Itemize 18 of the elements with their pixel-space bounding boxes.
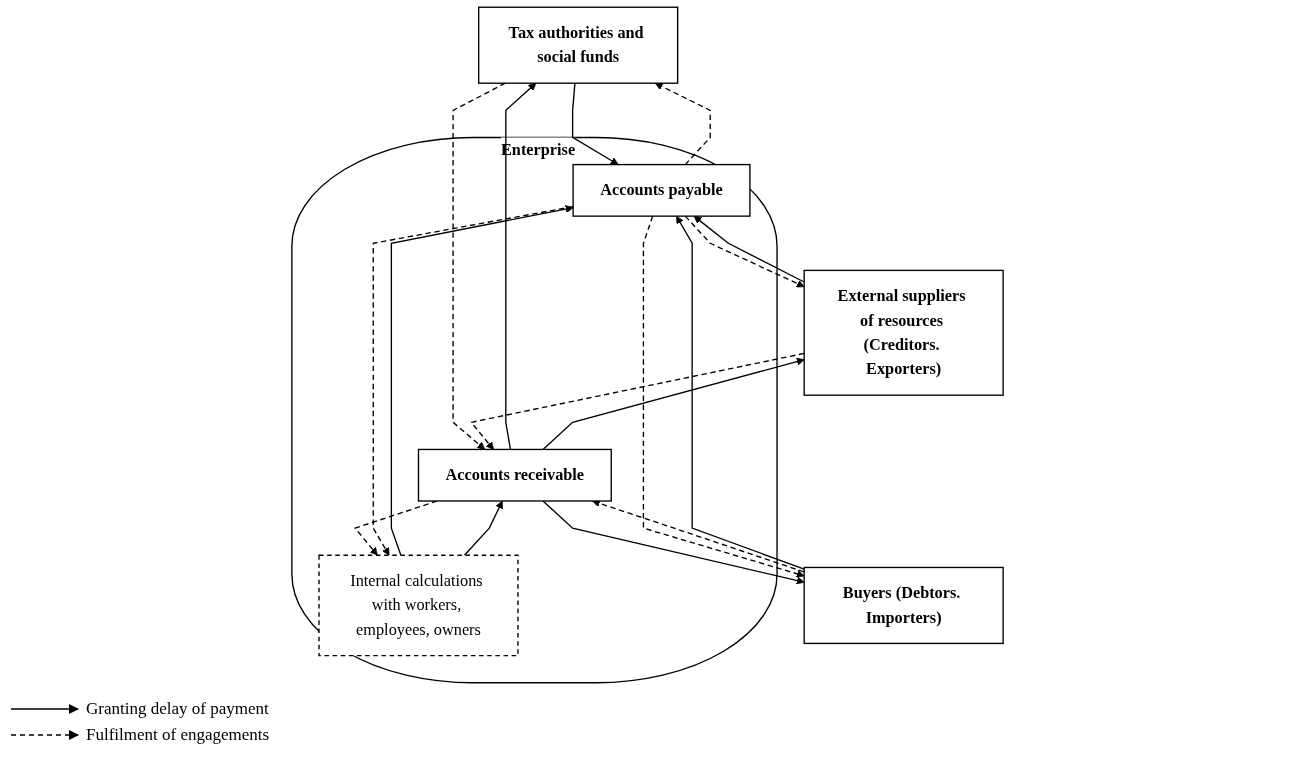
node-box: Tax authorities and social funds [478,6,679,84]
arrow [469,352,805,450]
node-box: External suppliers of resources (Creditors. Exporters) [803,269,1004,396]
node-box: Accounts receivable [417,448,612,502]
legend-text: Fulfilment of engagements [86,725,270,745]
arrow [452,82,506,450]
arrow [463,500,503,556]
node-box: Buyers (Debtors. Importers) [803,566,1004,645]
arrow [542,357,805,451]
arrow [654,82,711,166]
node-box: Accounts payable [572,163,751,217]
node-box: Internal calculations with workers, employees, owners [318,554,519,657]
legend-text: Granting delay of payment [86,699,269,719]
arrow [642,215,805,578]
arrow [505,82,537,451]
arrow [542,500,805,585]
arrow [571,82,619,165]
arrow [676,215,805,570]
